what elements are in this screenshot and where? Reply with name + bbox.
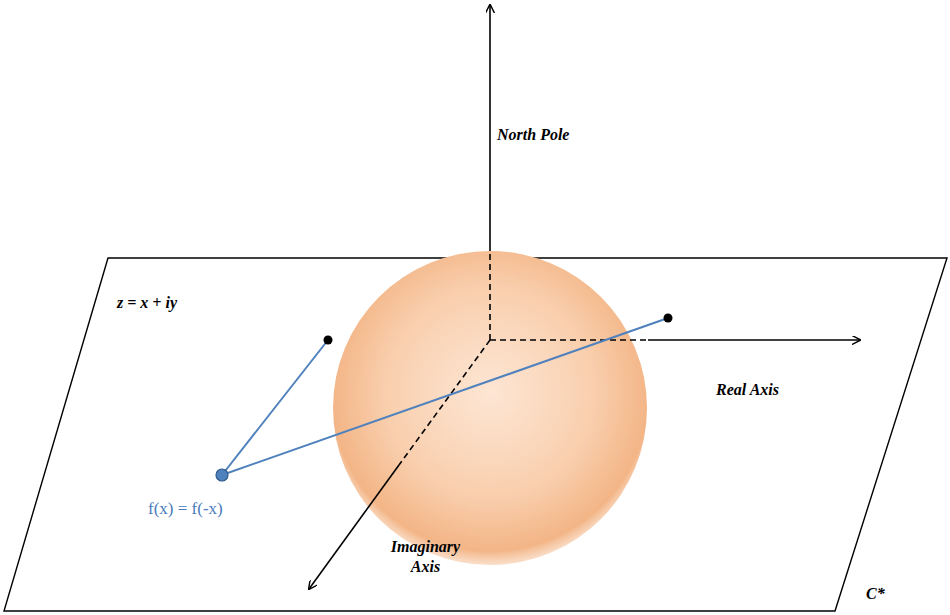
imaginary-axis bbox=[309, 465, 399, 589]
real-axis-hidden bbox=[490, 339, 648, 341]
plane-name: C* bbox=[866, 584, 885, 604]
axis-label: Imaginary Axis bbox=[378, 537, 473, 577]
vertical-axis bbox=[489, 5, 491, 251]
axis-label: Real Axis bbox=[716, 380, 779, 400]
sphere-point bbox=[664, 314, 673, 323]
plane-label: z = x + iy bbox=[117, 293, 177, 313]
projection-line bbox=[222, 340, 328, 475]
imaginary-axis-hidden bbox=[399, 340, 490, 465]
sphere-point bbox=[324, 336, 333, 345]
function-label: f(x) = f(-x) bbox=[148, 498, 223, 519]
sphere bbox=[333, 251, 647, 565]
projection-line bbox=[222, 318, 668, 475]
axis-label: North Pole bbox=[497, 125, 569, 145]
vertical-axis-hidden bbox=[489, 251, 491, 340]
real-axis bbox=[648, 339, 860, 341]
plane-point bbox=[216, 469, 228, 481]
